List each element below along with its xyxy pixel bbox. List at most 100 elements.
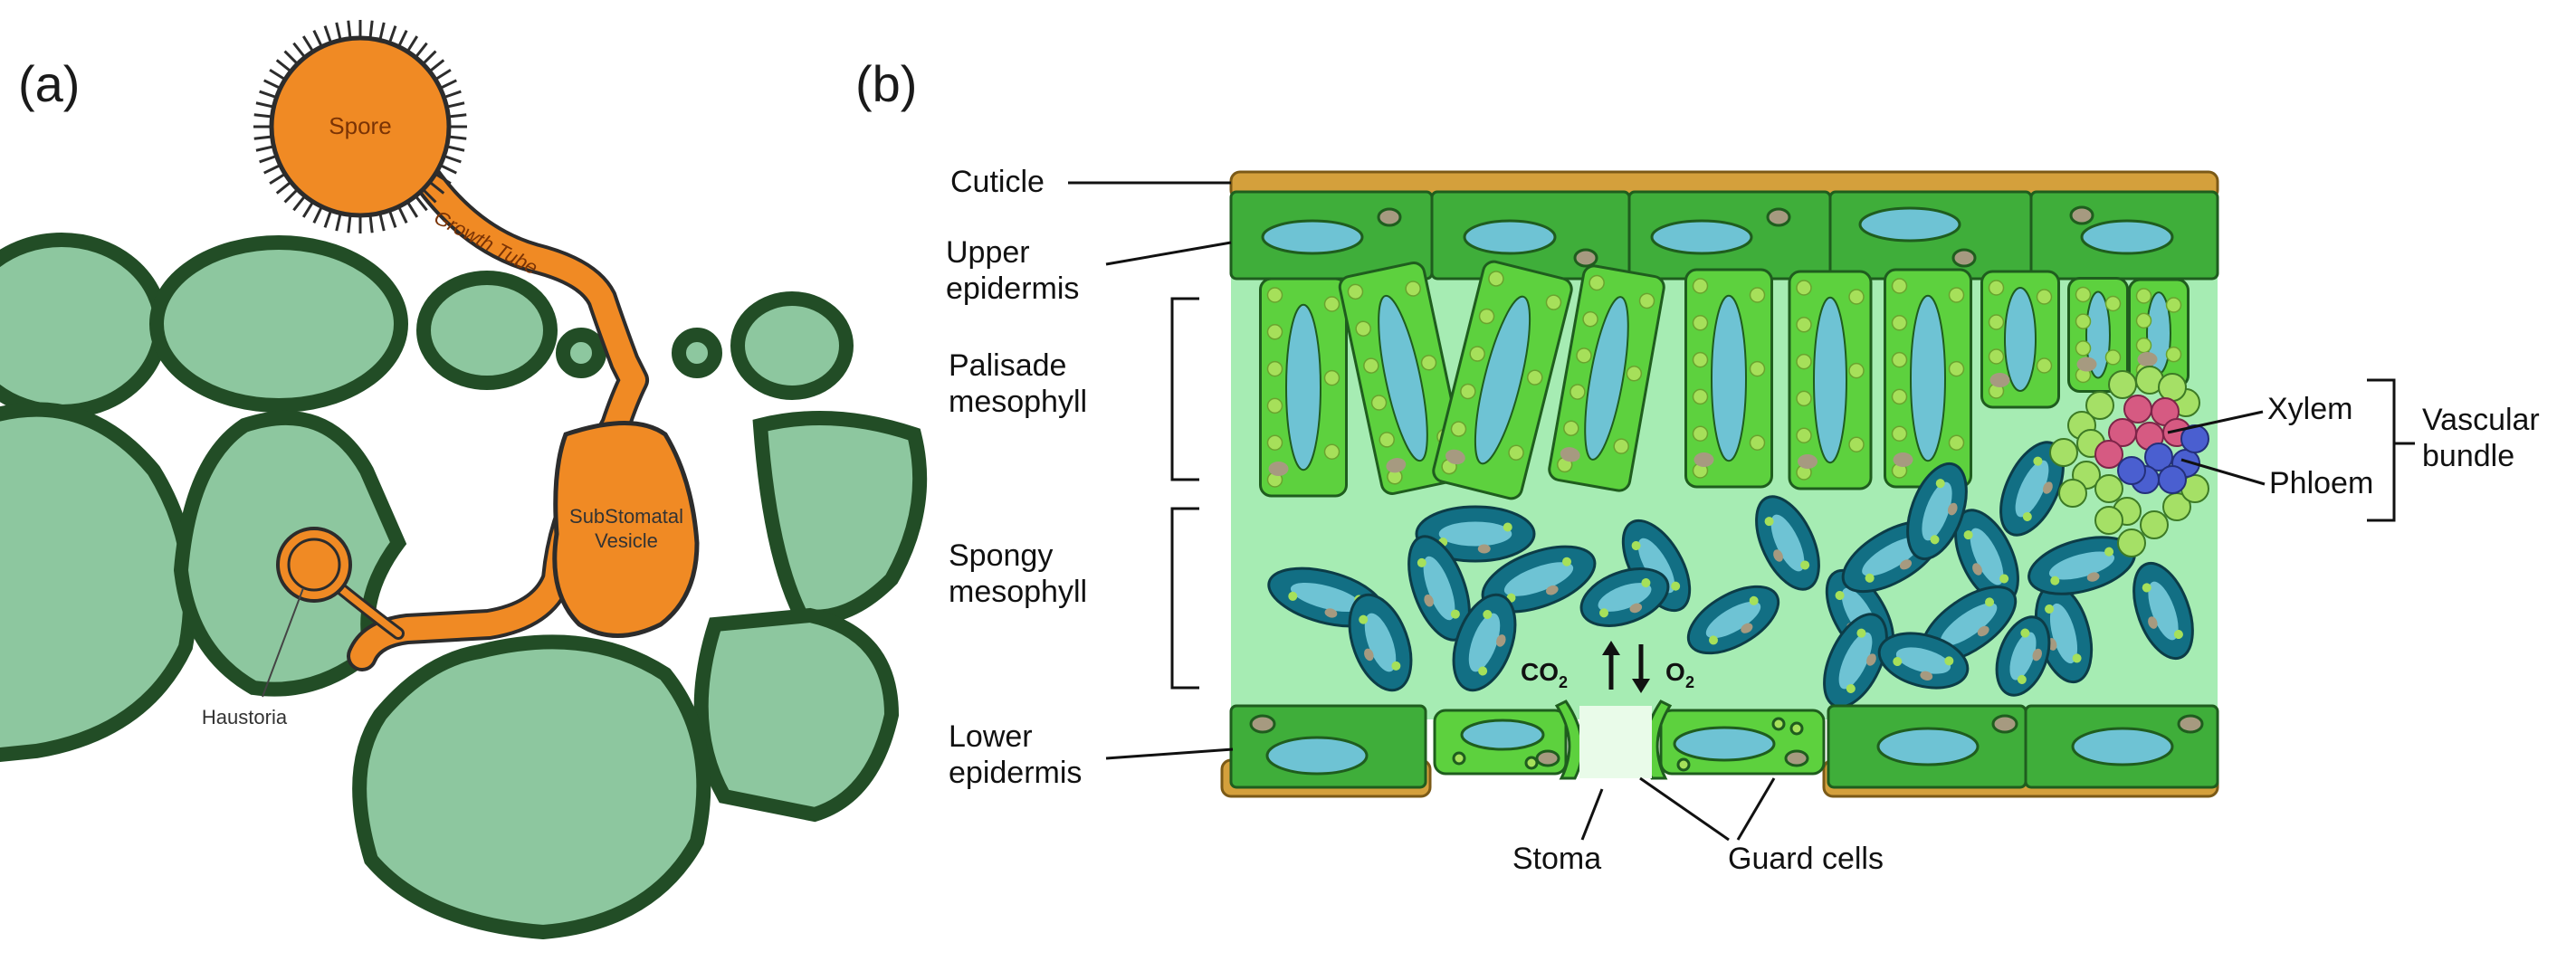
plant-cell <box>752 411 928 624</box>
vacuole <box>1770 514 1805 572</box>
spore-spike <box>323 25 333 43</box>
chloroplast <box>1266 360 1283 377</box>
phloem-cell <box>2158 465 2187 494</box>
lower-epidermis-label-line2: epidermis <box>949 756 1082 790</box>
guard-cells-leader-line-left <box>1639 776 1730 842</box>
growth-tube <box>350 165 645 668</box>
spore-spike <box>414 42 428 59</box>
chloroplast <box>2022 511 2032 521</box>
chloroplast <box>1599 608 1609 618</box>
nucleus <box>1866 653 1876 666</box>
spore-spike <box>434 172 452 186</box>
spongy-bracket <box>1170 507 1199 690</box>
xylem-leader-line <box>2167 410 2264 434</box>
chloroplast <box>2033 456 2043 466</box>
panel-a: (a) Growth Tube SubStomatal Vesicle <box>0 20 928 940</box>
upper-epidermis-label-line2: epidermis <box>946 271 1079 306</box>
spore-spike <box>439 79 457 90</box>
chloroplast <box>1478 666 1488 676</box>
spore-spike <box>292 42 307 59</box>
chloroplast <box>1417 557 1426 567</box>
spore-spike <box>253 135 272 140</box>
chloroplast <box>2104 349 2122 366</box>
palisade-cell <box>1432 260 1573 500</box>
guard-cells-label: Guard cells <box>1728 842 1884 876</box>
lower-epidermis <box>1229 704 2219 789</box>
vacuole <box>1876 727 1980 766</box>
chloroplast <box>1266 434 1283 451</box>
chloroplast <box>2072 653 2082 663</box>
spore-spike <box>283 50 299 65</box>
vacuole <box>1474 295 1531 465</box>
nucleus <box>1784 749 1809 767</box>
chloroplast <box>1963 530 1973 540</box>
chloroplast <box>1893 656 1903 666</box>
panel-a-label: (a) <box>18 55 80 112</box>
spongy-cell <box>1686 585 1780 655</box>
chloroplast <box>1692 278 1709 294</box>
chloroplast <box>1582 310 1598 328</box>
chloroplast <box>1641 578 1651 588</box>
vacuole <box>1290 582 1362 613</box>
vacuole <box>1673 726 1776 762</box>
vacuole <box>1364 613 1397 672</box>
vascular-label-line2: bundle <box>2422 439 2514 473</box>
nucleus <box>1629 603 1643 614</box>
chloroplast <box>1999 574 2009 584</box>
chloroplast <box>1626 366 1643 382</box>
nucleus <box>1899 559 1913 570</box>
chloroplast <box>1935 479 1945 489</box>
chloroplast <box>1771 717 1786 731</box>
spore-spike <box>444 90 462 100</box>
spore-spike <box>405 35 419 52</box>
nucleus <box>1693 452 1714 467</box>
nucleus <box>1386 458 1407 473</box>
chloroplast <box>1988 314 2005 330</box>
vacuole <box>2080 219 2174 255</box>
vacuole <box>2009 632 2037 681</box>
palisade-cell <box>1684 268 1773 489</box>
stoma-label: Stoma <box>1512 842 1601 876</box>
phloem-label: Phloem <box>2269 466 2373 500</box>
vacuole <box>1650 219 1753 255</box>
chloroplast <box>1469 346 1485 362</box>
palisade-cell <box>1788 270 1873 490</box>
vacuole <box>1463 219 1557 255</box>
spongy-cell <box>1999 441 2065 537</box>
vascular-bundle <box>2049 366 2209 557</box>
palisade-bracket <box>1170 297 1199 481</box>
vacuole <box>1503 562 1574 596</box>
chloroplast <box>1478 308 1495 325</box>
spore-spike <box>414 195 428 212</box>
plant-cell <box>556 328 606 378</box>
guard-cells-leader-line-right <box>1736 777 1776 841</box>
chloroplast <box>1692 351 1709 368</box>
chloroplast <box>1576 347 1592 364</box>
chloroplast <box>2017 674 2027 684</box>
chloroplast <box>1545 294 1562 310</box>
palisade-cell <box>1338 262 1468 495</box>
chloroplast <box>2020 628 2030 638</box>
chloroplast <box>1483 610 1493 620</box>
spore-spike <box>444 154 462 164</box>
substomatal-vesicle-label-line2: Vesicle <box>595 529 658 552</box>
spore-spike <box>446 145 465 152</box>
nucleus <box>2137 352 2158 367</box>
chloroplast <box>1749 595 1759 605</box>
haustorium-inner <box>287 538 341 592</box>
spore-spike <box>283 188 299 204</box>
nucleus <box>1991 714 2018 734</box>
chloroplast <box>1266 287 1283 303</box>
nucleus <box>2032 648 2043 662</box>
spongy-cell <box>1755 495 1820 591</box>
palisade-mesophyll <box>1259 260 2190 500</box>
upper-epidermis-leader-line <box>1105 241 1232 266</box>
vacuole <box>2085 290 2111 379</box>
spore-spike <box>347 20 352 39</box>
substomatal-vesicle-label-line1: SubStomatal <box>569 505 683 528</box>
chloroplast <box>1562 557 1572 566</box>
palisade-cell <box>1548 264 1665 492</box>
nucleus <box>1948 502 1958 516</box>
vacuole <box>1285 303 1321 471</box>
chloroplast <box>2036 357 2053 374</box>
